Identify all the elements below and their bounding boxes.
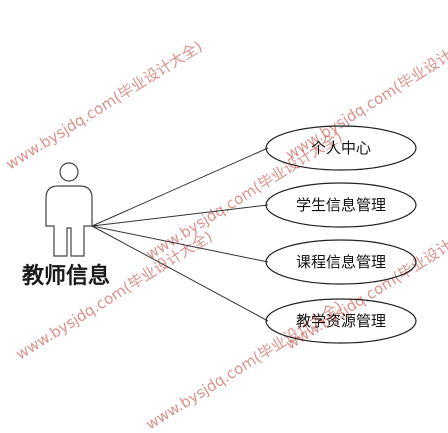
- watermark-layer: www.bysjdq.com(毕业设计大全) www.bysjdq.com(毕业…: [3, 27, 448, 433]
- use-case-ellipse: [265, 298, 417, 344]
- watermark: www.bysjdq.com(毕业设计大全): [3, 37, 206, 173]
- association-line: [91, 225, 269, 263]
- use-case-label: 学生信息管理: [296, 196, 386, 214]
- use-case-uc3: 课程信息管理: [265, 239, 417, 285]
- actor-head: [59, 162, 79, 182]
- watermark: www.bysjdq.com(毕业设计大全): [13, 227, 216, 363]
- actor-label: 教师信息: [22, 263, 110, 289]
- use-case-uc4: 教学资源管理: [265, 298, 417, 344]
- use-case-uc1: 个人中心: [265, 125, 417, 171]
- use-case-label: 课程信息管理: [296, 253, 386, 271]
- association-line: [91, 147, 269, 227]
- use-case-ellipse: [265, 239, 417, 285]
- use-case-ellipse: [265, 125, 417, 171]
- actor-figure: [45, 162, 93, 257]
- use-case-ellipse: [265, 182, 417, 228]
- associations: [91, 147, 269, 322]
- use-case-uc2: 学生信息管理: [265, 182, 417, 228]
- actor-body: [45, 185, 93, 257]
- association-line: [91, 204, 269, 227]
- use-case-label: 个人中心: [311, 139, 371, 157]
- use-case-label: 教学资源管理: [296, 312, 386, 330]
- association-line: [91, 225, 269, 322]
